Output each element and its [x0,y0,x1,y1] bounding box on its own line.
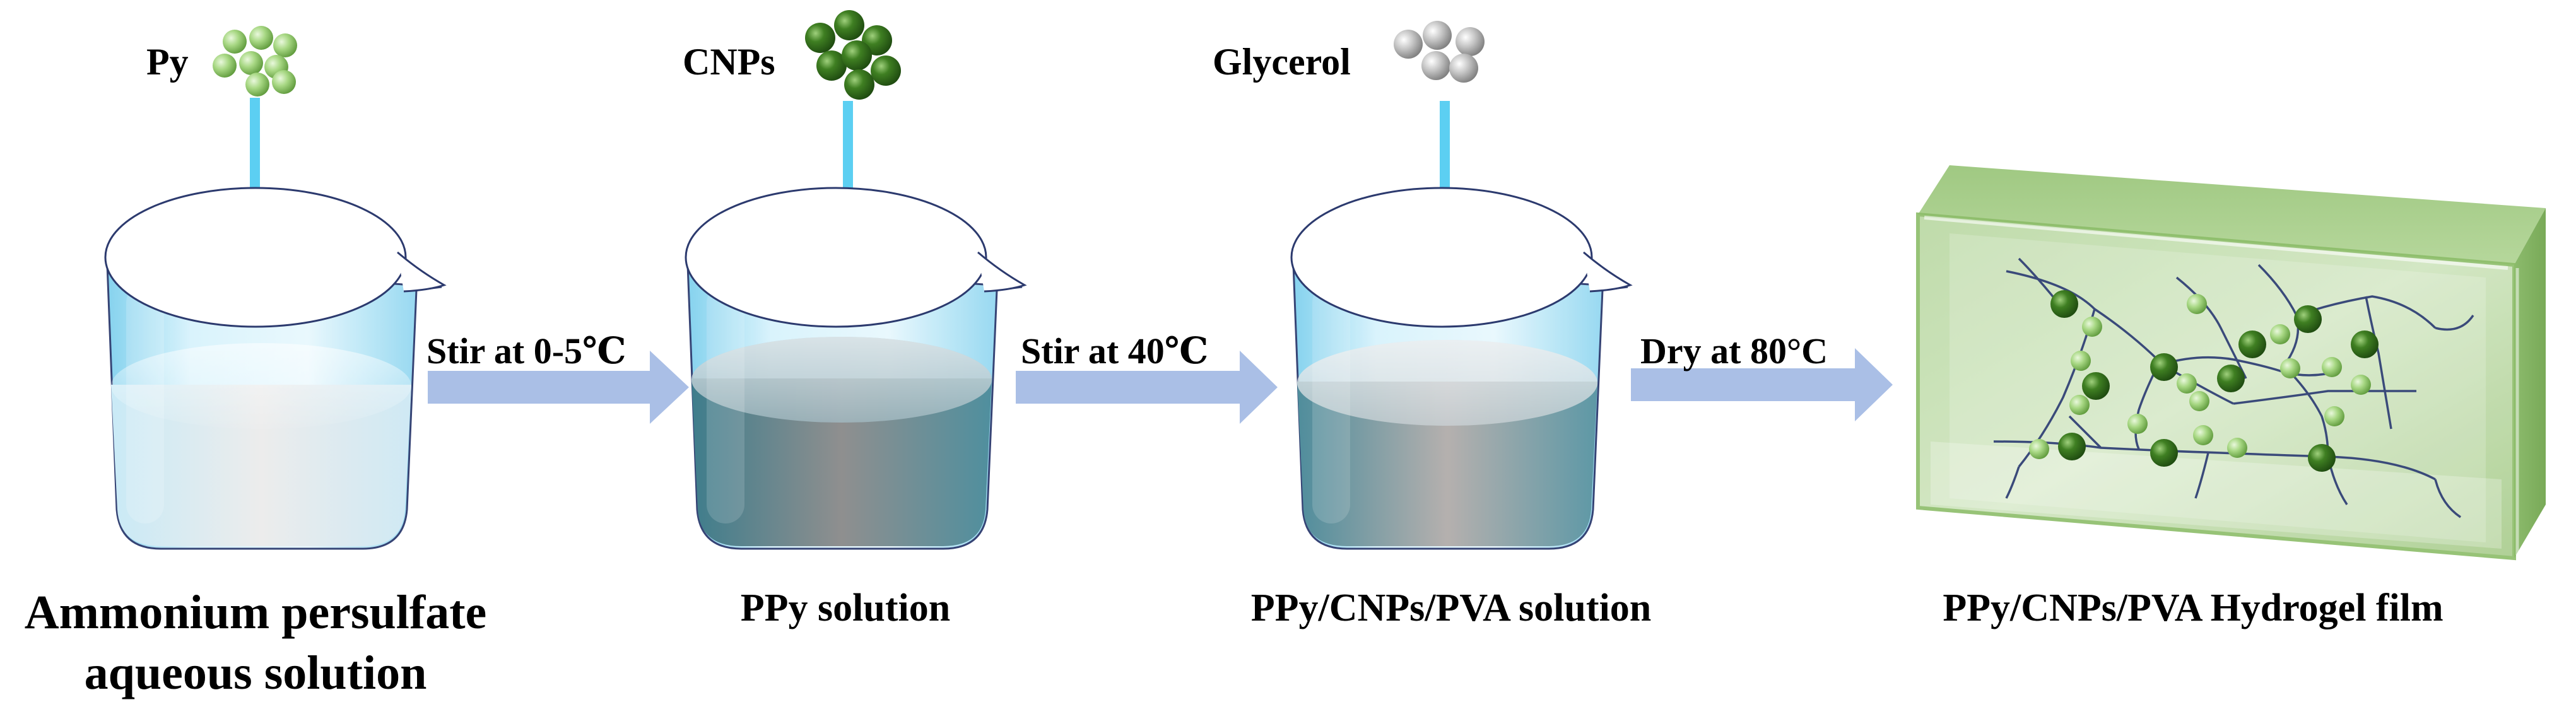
stage-caption-1-line1: Ammonium persulfate [25,586,487,639]
reagent-label-cnps: CNPs [683,41,775,83]
beaker-ammonium-persulfate [104,187,447,550]
hydrogel-film-block [1916,165,2546,561]
stage-caption-3: PPy/CNPs/PVA solution [1251,587,1651,629]
stage-caption-2: PPy solution [741,587,950,629]
process-arrow-2 [1016,351,1278,424]
stage-captions: Ammonium persulfate aqueous solution PPy… [25,586,2444,699]
stage-caption-1-line2: aqueous solution [85,646,427,699]
reagent-glycerol: Glycerol [1213,21,1485,83]
gel-particles [2029,290,2379,472]
beaker-ppy-cnps-pva-solution [1290,187,1633,550]
beaker-ppy-solution [685,187,1027,550]
cnps-particle-cluster [805,10,901,100]
step-label-3: Dry at 80°C [1640,330,1828,371]
step-label-2: Stir at 40℃ [1021,330,1208,371]
process-step-2: Stir at 40℃ [1016,330,1278,424]
py-particle-cluster [213,26,297,96]
stage-caption-4: PPy/CNPs/PVA Hydrogel film [1943,587,2443,629]
glycerol-particle-cluster [1394,21,1485,83]
process-arrow-3 [1631,348,1893,421]
process-step-1: Stir at 0-5℃ [426,330,689,424]
reagent-py: Py [146,26,297,96]
step-label-1: Stir at 0-5℃ [426,330,626,371]
reagent-label-glycerol: Glycerol [1213,41,1351,83]
process-arrow-1 [428,351,689,424]
reagent-label-py: Py [146,41,189,83]
process-step-3: Dry at 80°C [1631,330,1893,421]
reagent-cnps: CNPs [683,10,901,100]
